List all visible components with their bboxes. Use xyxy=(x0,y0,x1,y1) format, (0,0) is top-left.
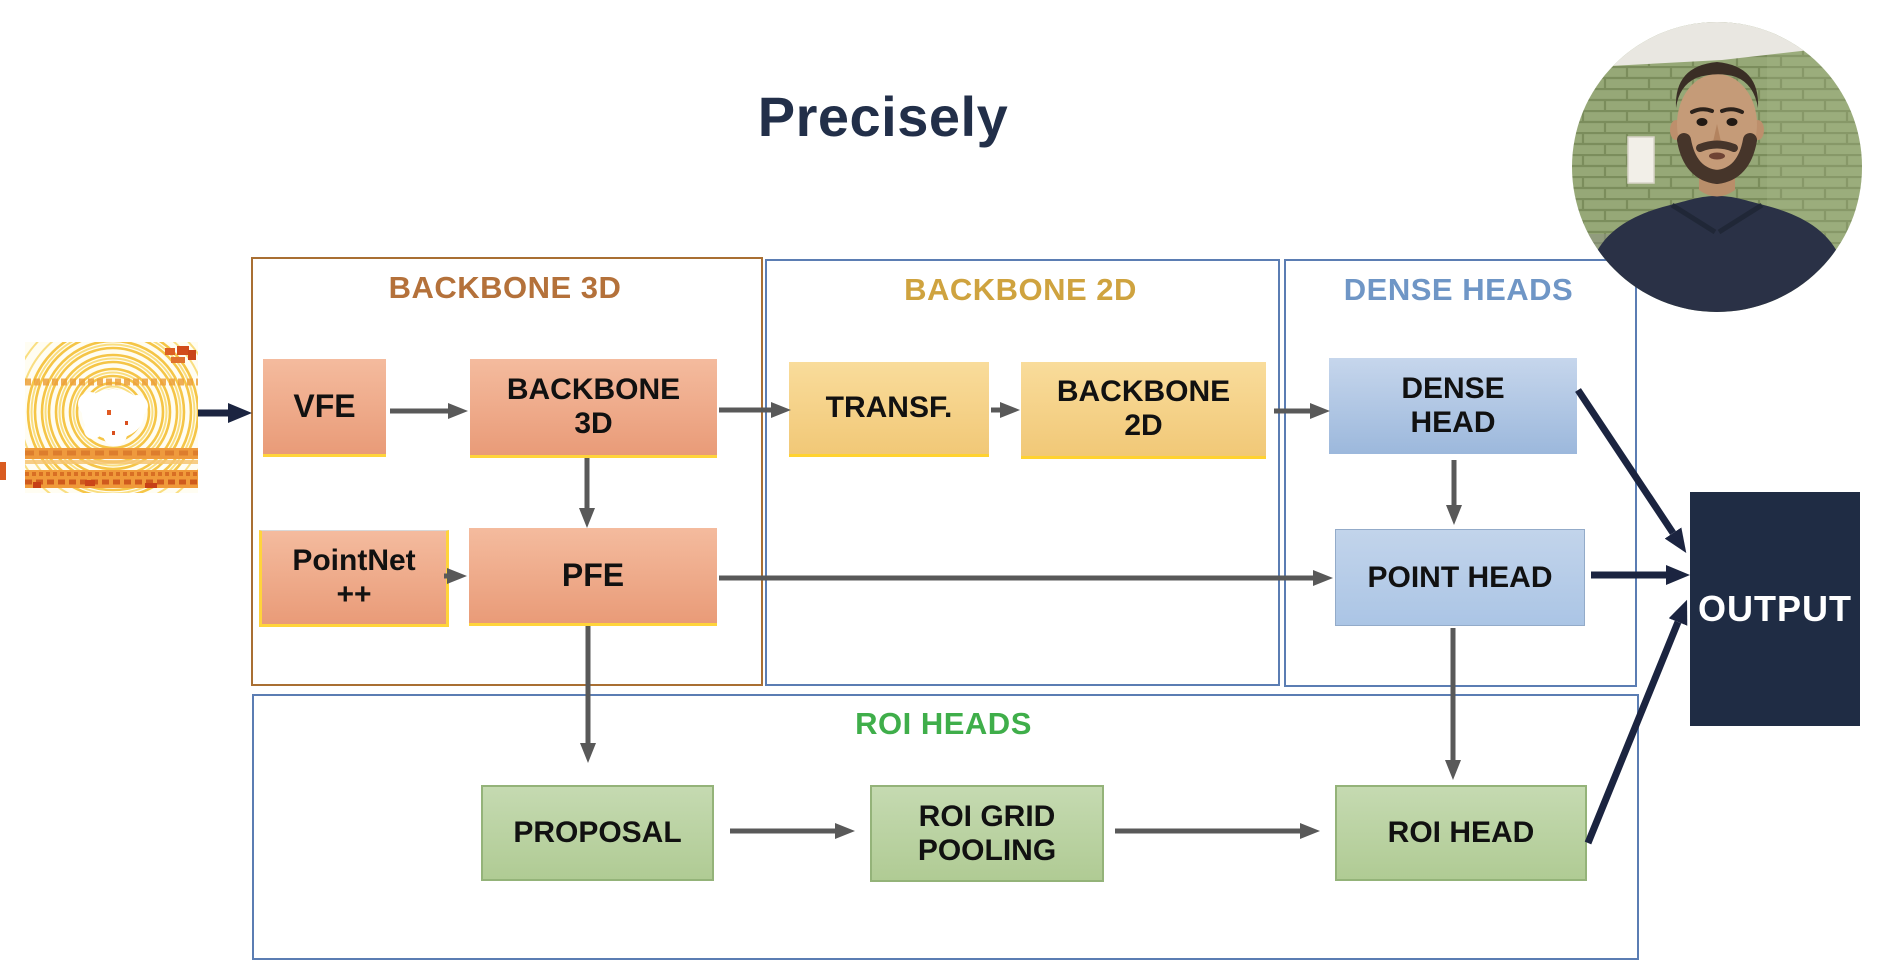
presenter-avatar xyxy=(1572,22,1862,312)
node-output: OUTPUT xyxy=(1690,492,1860,726)
node-backbone-2d: BACKBONE 2D xyxy=(1021,362,1266,459)
wall-panel xyxy=(1627,136,1655,184)
node-pfe: PFE xyxy=(469,528,717,626)
node-point-head: POINT HEAD xyxy=(1335,529,1585,626)
label-backbone-3d: BACKBONE 3D xyxy=(388,270,622,305)
label-backbone-2d: BACKBONE 2D xyxy=(904,272,1137,307)
node-backbone-3d: BACKBONE 3D xyxy=(470,359,717,458)
node-vfe: VFE xyxy=(263,359,386,457)
node-dense-head: DENSE HEAD xyxy=(1329,358,1577,454)
presenter-person xyxy=(1590,62,1844,312)
point-cloud-speck xyxy=(0,462,6,480)
label-dense-heads: DENSE HEADS xyxy=(1343,272,1574,307)
group-backbone-3d xyxy=(251,257,763,686)
node-transf: TRANSF. xyxy=(789,362,989,457)
slide-title: Precisely xyxy=(757,85,1009,148)
lidar-point-cloud-image xyxy=(25,342,198,493)
node-roi-grid-pooling: ROI GRID POOLING xyxy=(870,785,1104,882)
node-roi-head: ROI HEAD xyxy=(1335,785,1587,881)
node-pointnet-plus-plus: PointNet ++ xyxy=(259,530,449,627)
node-proposal: PROPOSAL xyxy=(481,785,714,881)
group-backbone-2d xyxy=(765,259,1280,686)
presenter-webcam xyxy=(1572,22,1862,312)
label-roi-heads: ROI HEADS xyxy=(855,706,1032,741)
